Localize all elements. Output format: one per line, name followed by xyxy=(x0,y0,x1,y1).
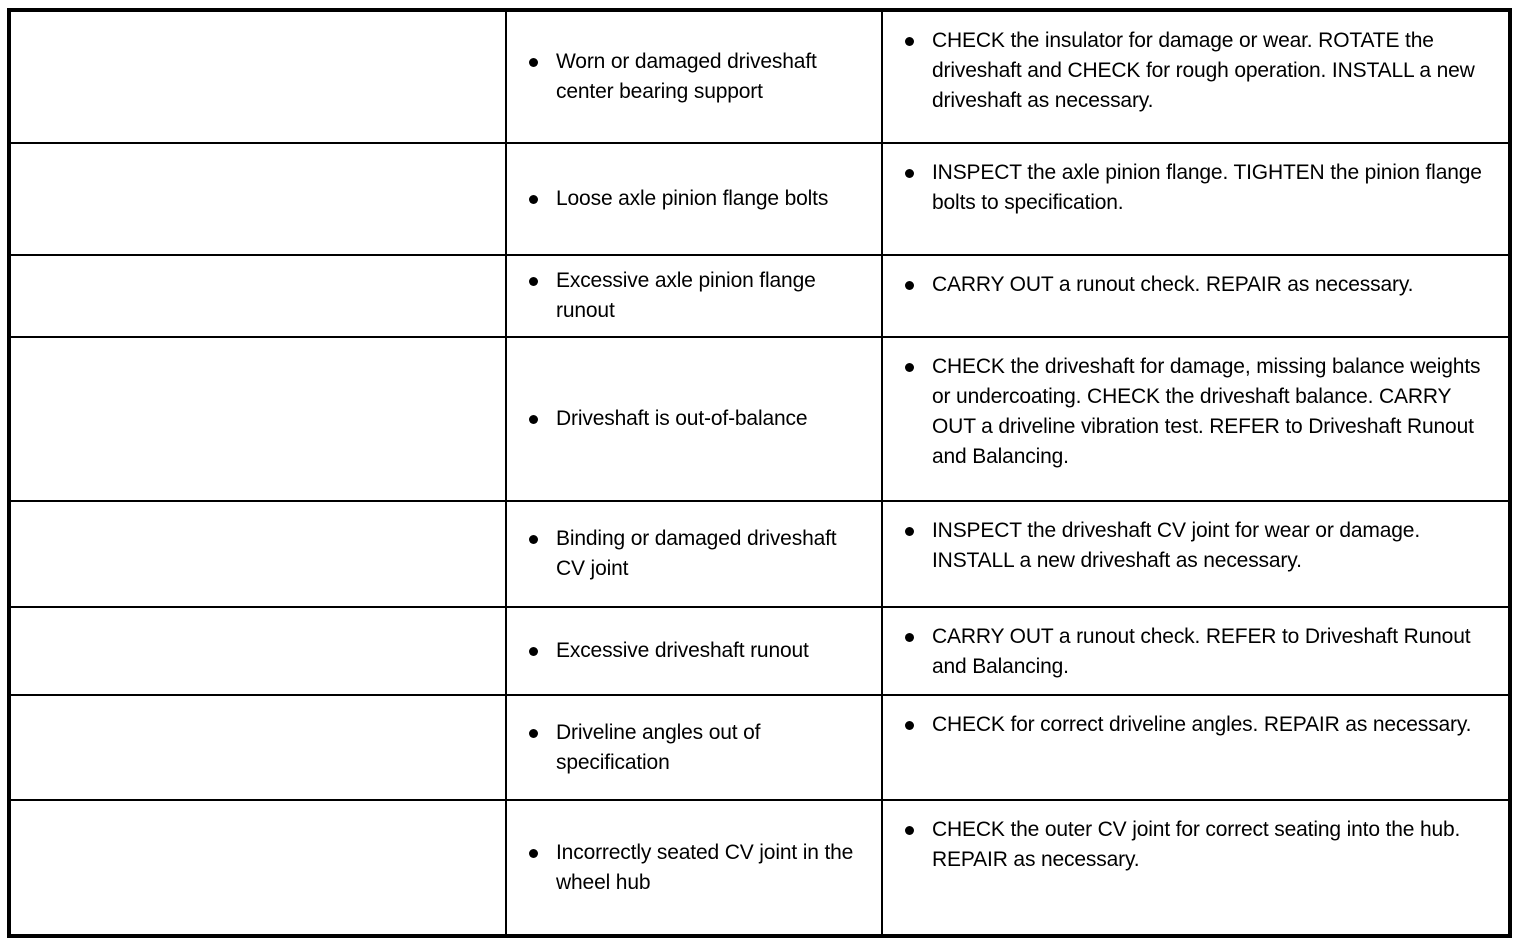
action-cell: CHECK for correct driveline angles. REPA… xyxy=(881,694,1511,801)
action-bullet-list: CARRY OUT a runout check. REFER to Drive… xyxy=(901,622,1492,682)
round-bullet-icon xyxy=(529,415,538,424)
source-text: Excessive axle pinion flange runout xyxy=(556,269,816,322)
source-bullet-list: Driveline angles out of specification xyxy=(525,718,869,778)
action-text: CARRY OUT a runout check. REFER to Drive… xyxy=(932,625,1471,678)
source-bullet-list: Excessive driveshaft runout xyxy=(525,636,869,666)
action-cell: CARRY OUT a runout check. REPAIR as nece… xyxy=(881,254,1511,338)
source-text: Excessive driveshaft runout xyxy=(556,639,809,662)
table-row: Driveshaft is out-of-balance CHECK the d… xyxy=(8,336,1511,502)
action-cell: INSPECT the axle pinion flange. TIGHTEN … xyxy=(881,142,1511,256)
round-bullet-icon xyxy=(529,848,538,858)
list-item: CHECK the insulator for damage or wear. … xyxy=(901,26,1492,116)
round-bullet-icon xyxy=(905,281,914,290)
list-item: CARRY OUT a runout check. REFER to Drive… xyxy=(901,622,1492,682)
source-cell: Excessive driveshaft runout xyxy=(505,606,883,696)
source-cell: Worn or damaged driveshaft center bearin… xyxy=(505,9,883,144)
list-item: Driveshaft is out-of-balance xyxy=(525,404,869,434)
source-text: Loose axle pinion flange bolts xyxy=(556,187,829,210)
action-text: CHECK the driveshaft for damage, missing… xyxy=(932,355,1481,468)
action-text: CARRY OUT a runout check. REPAIR as nece… xyxy=(932,273,1414,296)
round-bullet-icon xyxy=(905,721,914,730)
table-row: Driveline angles out of specification CH… xyxy=(8,694,1511,801)
list-item: CARRY OUT a runout check. REPAIR as nece… xyxy=(901,270,1492,300)
source-text: Binding or damaged driveshaft CV joint xyxy=(556,527,837,580)
cause-cell xyxy=(8,799,507,937)
list-item: INSPECT the axle pinion flange. TIGHTEN … xyxy=(901,158,1492,218)
table-row: Worn or damaged driveshaft center bearin… xyxy=(8,9,1511,144)
table-row: Excessive axle pinion flange runout CARR… xyxy=(8,254,1511,338)
cause-cell xyxy=(8,336,507,502)
cause-cell xyxy=(8,694,507,801)
round-bullet-icon xyxy=(905,826,914,835)
round-bullet-icon xyxy=(529,195,538,204)
round-bullet-icon xyxy=(905,169,914,178)
action-cell: CARRY OUT a runout check. REFER to Drive… xyxy=(881,606,1511,696)
round-bullet-icon xyxy=(905,633,914,642)
list-item: CHECK for correct driveline angles. REPA… xyxy=(901,710,1492,740)
table-row: Loose axle pinion flange bolts INSPECT t… xyxy=(8,142,1511,256)
cause-cell xyxy=(8,500,507,608)
action-bullet-list: INSPECT the axle pinion flange. TIGHTEN … xyxy=(901,158,1492,218)
round-bullet-icon xyxy=(529,647,538,656)
action-text: CHECK the insulator for damage or wear. … xyxy=(932,29,1475,112)
source-bullet-list: Incorrectly seated CV joint in the wheel… xyxy=(525,838,869,898)
action-text: INSPECT the axle pinion flange. TIGHTEN … xyxy=(932,161,1482,214)
round-bullet-icon xyxy=(529,58,538,67)
list-item: Driveline angles out of specification xyxy=(525,718,869,778)
source-bullet-list: Binding or damaged driveshaft CV joint xyxy=(525,524,869,584)
source-cell: Excessive axle pinion flange runout xyxy=(505,254,883,338)
list-item: Loose axle pinion flange bolts xyxy=(525,184,869,214)
list-item: Excessive driveshaft runout xyxy=(525,636,869,666)
round-bullet-icon xyxy=(905,363,914,372)
cause-cell xyxy=(8,254,507,338)
action-bullet-list: CHECK the driveshaft for damage, missing… xyxy=(901,352,1492,472)
table-row: Incorrectly seated CV joint in the wheel… xyxy=(8,799,1511,937)
round-bullet-icon xyxy=(529,277,538,286)
source-text: Driveshaft is out-of-balance xyxy=(556,407,808,430)
source-cell: Driveshaft is out-of-balance xyxy=(505,336,883,502)
table-row: Excessive driveshaft runout CARRY OUT a … xyxy=(8,606,1511,696)
list-item: Excessive axle pinion flange runout xyxy=(525,266,869,326)
list-item: Binding or damaged driveshaft CV joint xyxy=(525,524,869,584)
list-item: Worn or damaged driveshaft center bearin… xyxy=(525,47,869,107)
source-text: Incorrectly seated CV joint in the wheel… xyxy=(556,840,854,894)
action-bullet-list: CHECK for correct driveline angles. REPA… xyxy=(901,710,1492,740)
action-cell: CHECK the driveshaft for damage, missing… xyxy=(881,336,1511,502)
action-bullet-list: CHECK the insulator for damage or wear. … xyxy=(901,26,1492,116)
round-bullet-icon xyxy=(905,527,914,536)
cause-cell xyxy=(8,9,507,144)
source-bullet-list: Driveshaft is out-of-balance xyxy=(525,404,869,434)
list-item: INSPECT the driveshaft CV joint for wear… xyxy=(901,516,1492,576)
action-cell: INSPECT the driveshaft CV joint for wear… xyxy=(881,500,1511,608)
list-item: Incorrectly seated CV joint in the wheel… xyxy=(525,838,869,898)
cause-cell xyxy=(8,606,507,696)
source-cell: Loose axle pinion flange bolts xyxy=(505,142,883,256)
action-text: INSPECT the driveshaft CV joint for wear… xyxy=(932,519,1421,572)
symptom-chart-table: Worn or damaged driveshaft center bearin… xyxy=(7,8,1512,938)
source-bullet-list: Excessive axle pinion flange runout xyxy=(525,266,869,326)
source-cell: Binding or damaged driveshaft CV joint xyxy=(505,500,883,608)
round-bullet-icon xyxy=(905,37,914,46)
action-text: CHECK the outer CV joint for correct sea… xyxy=(932,818,1461,871)
source-bullet-list: Worn or damaged driveshaft center bearin… xyxy=(525,47,869,107)
list-item: CHECK the driveshaft for damage, missing… xyxy=(901,352,1492,472)
cause-cell xyxy=(8,142,507,256)
action-bullet-list: CHECK the outer CV joint for correct sea… xyxy=(901,815,1492,875)
source-cell: Driveline angles out of specification xyxy=(505,694,883,801)
source-bullet-list: Loose axle pinion flange bolts xyxy=(525,184,869,214)
source-text: Driveline angles out of specification xyxy=(556,720,761,774)
action-bullet-list: INSPECT the driveshaft CV joint for wear… xyxy=(901,516,1492,576)
action-cell: CHECK the outer CV joint for correct sea… xyxy=(881,799,1511,937)
round-bullet-icon xyxy=(529,728,538,738)
symptom-chart-body: Worn or damaged driveshaft center bearin… xyxy=(8,9,1511,937)
list-item: CHECK the outer CV joint for correct sea… xyxy=(901,815,1492,875)
action-bullet-list: CARRY OUT a runout check. REPAIR as nece… xyxy=(901,270,1492,300)
source-cell: Incorrectly seated CV joint in the wheel… xyxy=(505,799,883,937)
action-text: CHECK for correct driveline angles. REPA… xyxy=(932,713,1472,736)
table-row: Binding or damaged driveshaft CV joint I… xyxy=(8,500,1511,608)
source-text: Worn or damaged driveshaft center bearin… xyxy=(556,50,817,103)
round-bullet-icon xyxy=(529,535,538,544)
action-cell: CHECK the insulator for damage or wear. … xyxy=(881,9,1511,144)
